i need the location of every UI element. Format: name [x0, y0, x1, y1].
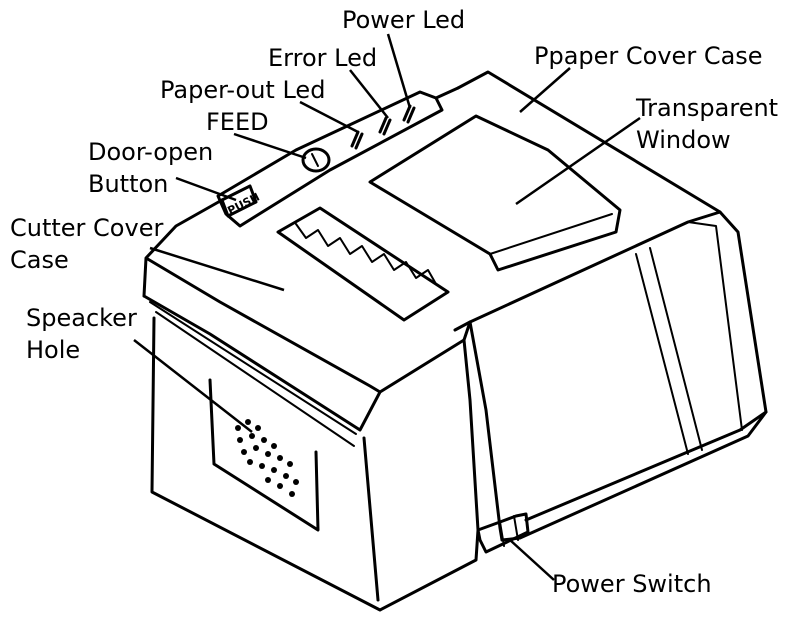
- transparent-window-shape: [368, 114, 622, 272]
- leader-error-led: [349, 69, 389, 119]
- top-surface-edge: [434, 86, 722, 332]
- label-window-1: Transparent: [635, 94, 778, 122]
- cutter-teeth: [295, 223, 437, 285]
- label-power-led: Power Led: [342, 6, 465, 34]
- leader-paper-cover: [519, 67, 571, 113]
- leader-paper-out-led: [299, 100, 359, 134]
- side-bottom: [524, 410, 768, 522]
- labels: Power Led Error Led Paper-out Led FEED D…: [10, 6, 778, 598]
- front-face: [150, 316, 480, 612]
- leader-lines: [133, 33, 641, 581]
- front-right-edge: [468, 320, 504, 542]
- feed-button-shape: [301, 147, 331, 173]
- label-window-2: Window: [636, 126, 731, 154]
- leader-power-switch: [509, 539, 555, 581]
- label-cutter-cover-2: Case: [10, 246, 69, 274]
- leader-cutter-cover: [149, 246, 285, 292]
- power-switch-detail: [499, 515, 519, 547]
- label-paper-cover: Ppaper Cover Case: [534, 42, 763, 70]
- leader-window: [515, 116, 641, 206]
- speaker-holes: [235, 419, 299, 497]
- paper-cover-outline: [456, 70, 768, 542]
- power-switch-shape: [476, 512, 530, 554]
- label-feed: FEED: [206, 108, 269, 136]
- leader-door-open: [175, 176, 237, 202]
- leader-power-led: [386, 33, 412, 109]
- feed-button-mark: [311, 153, 319, 167]
- label-error-led: Error Led: [268, 44, 377, 72]
- label-speaker-1: Speacker: [26, 304, 137, 332]
- label-door-open-1: Door-open: [88, 138, 213, 166]
- control-panel: [216, 90, 444, 228]
- leader-speaker: [133, 339, 253, 433]
- label-cutter-cover-1: Cutter Cover: [10, 214, 163, 242]
- speaker-panel: [208, 378, 320, 532]
- cutter-cover-lip: [149, 301, 357, 447]
- paper-exit-slot: [276, 206, 450, 322]
- side-groove: [635, 221, 743, 455]
- label-speaker-2: Hole: [26, 336, 80, 364]
- cutter-cover-outline: [142, 198, 472, 432]
- label-door-open-2: Button: [88, 170, 168, 198]
- leader-feed: [233, 132, 307, 160]
- door-open-button-shape: [220, 184, 258, 218]
- window-inner-edge: [489, 213, 613, 255]
- printer-illustration: PUSH: [142, 70, 768, 612]
- label-paper-out-led: Paper-out Led: [160, 76, 325, 104]
- label-power-switch: Power Switch: [552, 570, 712, 598]
- led-marks: [350, 104, 416, 150]
